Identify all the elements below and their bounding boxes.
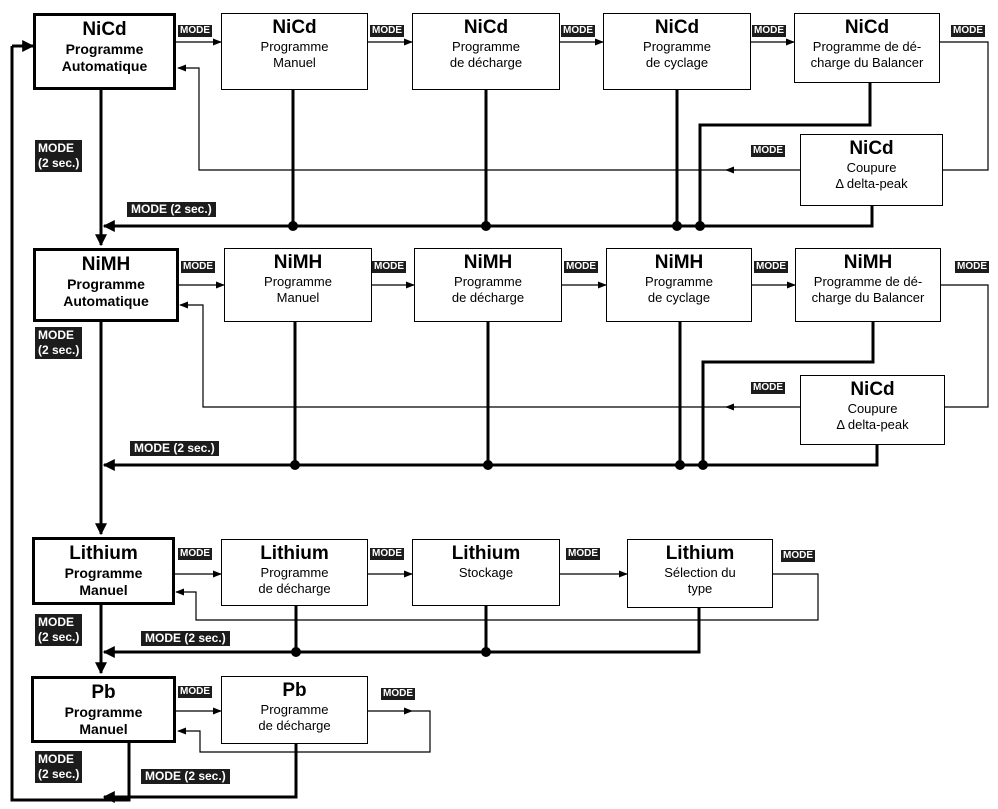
nicd-automatic-program-box[interactable]: NiCd Programme Automatique [33,13,176,90]
box-title: NiMH [273,252,323,273]
box-subtitle: Coupure Δ delta-peak [836,401,909,432]
mode-label: MODE [561,25,595,37]
nicd-discharge-program-box[interactable]: NiCd Programme de décharge [412,13,560,90]
box-subtitle: Programme Automatique [61,41,148,74]
mode-label: MODE [751,145,785,157]
nimh-cycling-program-box[interactable]: NiMH Programme de cyclage [606,248,752,322]
mode-label: MODE [752,25,786,37]
mode-label: MODE [370,548,404,560]
box-subtitle: Programme Manuel [264,274,332,305]
box-title: Lithium [665,543,735,564]
box-subtitle: Programme de dé- charge du Balancer [811,274,925,305]
mode-label: MODE [566,548,600,560]
mode-label: MODE [955,261,989,273]
box-title: NiCd [272,17,317,38]
nimh-manual-program-box[interactable]: NiMH Programme Manuel [224,248,372,322]
box-subtitle: Programme Manuel [260,39,329,70]
mode-hold-label: MODE (2 sec.) [35,614,83,646]
box-subtitle: Programme Automatique [63,276,149,309]
mode-label: MODE [178,25,212,37]
mode-hold-label: MODE (2 sec.) [35,751,83,783]
box-title: NiCd [850,379,895,400]
box-title: NiMH [654,252,704,273]
nimh-discharge-program-box[interactable]: NiMH Programme de décharge [414,248,562,322]
box-title: NiMH [843,252,893,273]
box-title: NiCd [463,17,509,38]
nicd-balancer-discharge-box[interactable]: NiCd Programme de dé- charge du Balancer [794,13,940,83]
box-subtitle: Programme Manuel [64,565,143,598]
lithium-storage-box[interactable]: Lithium Stockage [412,539,560,606]
mode-hold-label: MODE (2 sec.) [127,202,216,217]
box-subtitle: Programme de décharge [258,565,331,596]
box-subtitle: Programme Manuel [64,704,143,737]
lithium-type-selection-box[interactable]: Lithium Sélection du type [627,539,773,608]
nimh-delta-peak-cutoff-box[interactable]: NiCd Coupure Δ delta-peak [800,375,945,445]
box-subtitle: Stockage [458,565,514,580]
nicd-manual-program-box[interactable]: NiCd Programme Manuel [221,13,368,90]
box-title: NiCd [849,138,894,159]
mode-label: MODE [754,261,788,273]
mode-label: MODE [372,261,406,273]
mode-label: MODE [751,382,785,394]
nicd-cycling-program-box[interactable]: NiCd Programme de cyclage [603,13,751,90]
box-subtitle: Programme de décharge [451,274,525,305]
mode-hold-label: MODE (2 sec.) [130,441,219,456]
box-title: Pb [91,682,116,703]
box-subtitle: Programme de cyclage [643,39,711,70]
box-title: NiCd [654,17,700,38]
mode-label: MODE [178,548,212,560]
box-title: Lithium [69,543,138,564]
pb-manual-program-box[interactable]: Pb Programme Manuel [31,676,176,743]
box-subtitle: Programme de décharge [449,39,523,70]
box-subtitle: Programme de cyclage [645,274,713,305]
box-title: Pb [282,680,307,701]
mode-label: MODE [951,25,985,37]
pb-discharge-program-box[interactable]: Pb Programme de décharge [221,676,368,744]
mode-hold-label: MODE (2 sec.) [35,327,83,359]
mode-label: MODE [178,686,212,698]
mode-label: MODE [381,688,415,700]
box-subtitle: Sélection du type [664,565,736,596]
nicd-delta-peak-cutoff-box[interactable]: NiCd Coupure Δ delta-peak [800,134,943,206]
lithium-discharge-program-box[interactable]: Lithium Programme de décharge [221,539,368,606]
box-title: Lithium [451,543,521,564]
nimh-automatic-program-box[interactable]: NiMH Programme Automatique [33,248,179,322]
box-title: NiMH [463,252,513,273]
box-subtitle: Coupure Δ delta-peak [835,160,908,191]
box-title: NiCd [844,17,890,38]
box-title: Lithium [260,543,329,564]
mode-hold-label: MODE (2 sec.) [141,769,230,784]
box-title: NiMH [81,254,131,275]
mode-label: MODE [181,261,215,273]
box-title: NiCd [82,19,127,40]
mode-hold-label: MODE (2 sec.) [141,631,230,646]
mode-hold-label: MODE (2 sec.) [35,140,83,172]
box-subtitle: Programme de décharge [258,702,331,733]
lithium-manual-program-box[interactable]: Lithium Programme Manuel [32,537,175,605]
box-subtitle: Programme de dé- charge du Balancer [810,39,924,70]
nimh-balancer-discharge-box[interactable]: NiMH Programme de dé- charge du Balancer [795,248,941,322]
mode-label: MODE [370,25,404,37]
mode-label: MODE [781,550,815,562]
mode-label: MODE [564,261,598,273]
